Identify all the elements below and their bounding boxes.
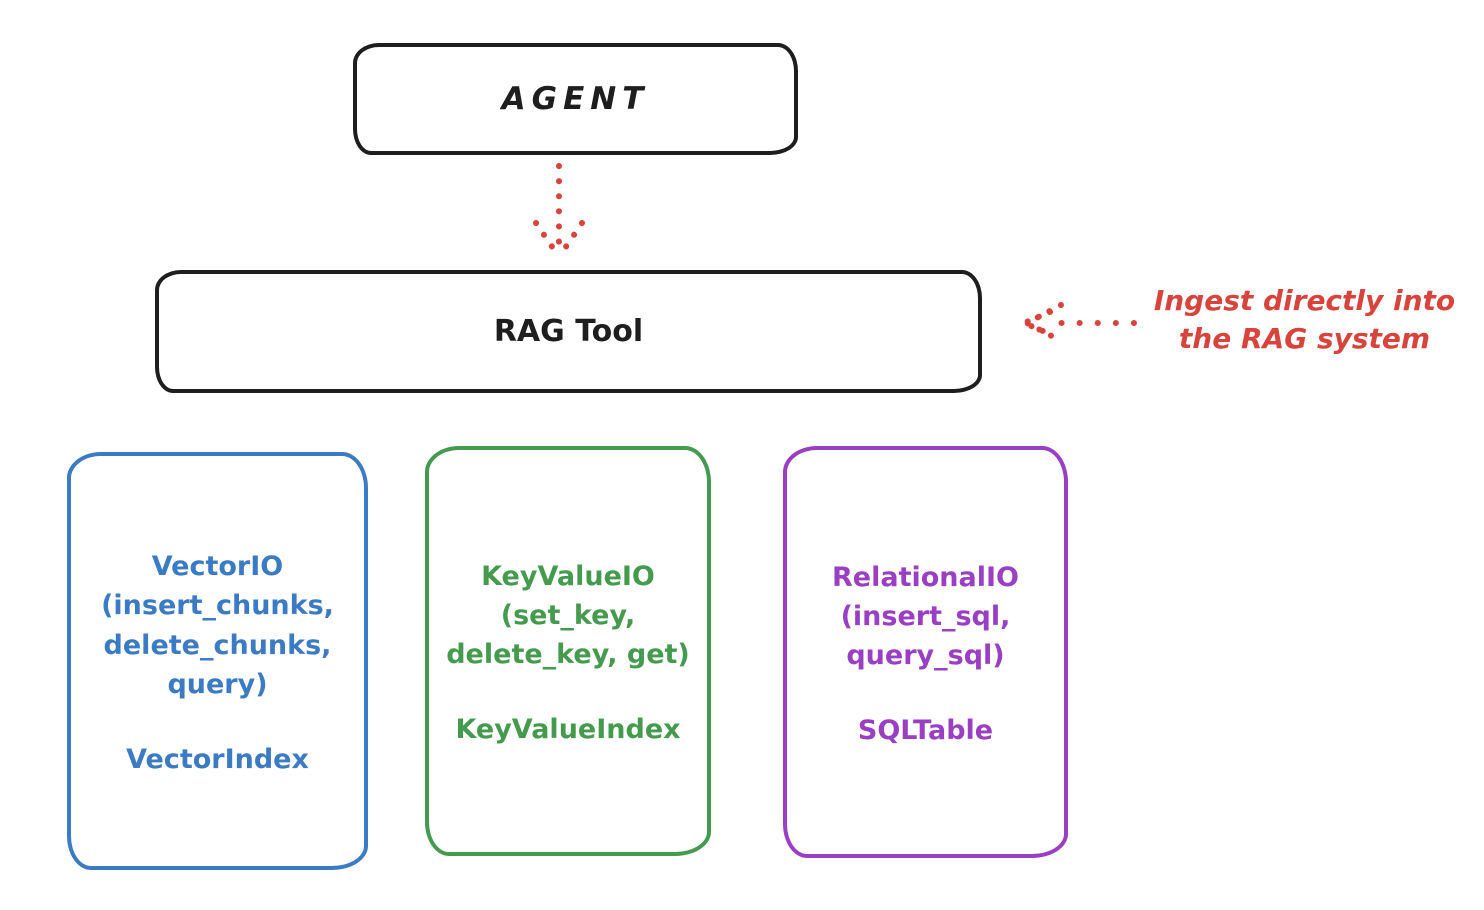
vector-io-title: VectorIO bbox=[151, 551, 284, 583]
agent-to-rag-arrow-icon bbox=[533, 163, 585, 260]
vector-io-line: delete_chunks, bbox=[103, 629, 332, 661]
agent-label: AGENT bbox=[501, 81, 650, 117]
ingest-arrow-icon bbox=[1016, 302, 1137, 344]
vector-io-signature: VectorIO (insert_chunks, delete_chunks, … bbox=[101, 547, 334, 704]
ingest-annotation-line2: the RAG system bbox=[1178, 321, 1431, 355]
keyvalue-io-line: (set_key, bbox=[500, 599, 636, 631]
rag-tool-node: RAG Tool bbox=[155, 270, 982, 393]
agent-node: AGENT bbox=[353, 43, 798, 155]
relational-io-title: RelationalIO bbox=[832, 561, 1019, 593]
relational-io-signature: RelationalIO (insert_sql, query_sql) bbox=[832, 558, 1019, 675]
ingest-annotation: Ingest directly into the RAG system bbox=[1132, 282, 1477, 358]
vector-index-label: VectorIndex bbox=[126, 743, 309, 775]
relational-io-node: RelationalIO (insert_sql, query_sql) SQL… bbox=[783, 446, 1068, 858]
keyvalue-io-line: delete_key, get) bbox=[446, 639, 690, 671]
keyvalue-io-title: KeyValueIO bbox=[481, 560, 655, 592]
keyvalue-io-node: KeyValueIO (set_key, delete_key, get) Ke… bbox=[425, 446, 711, 856]
sql-table-label: SQLTable bbox=[857, 715, 994, 747]
relational-io-line: (insert_sql, bbox=[840, 600, 1011, 632]
relational-io-line: query_sql) bbox=[846, 640, 1005, 672]
ingest-annotation-line1: Ingest directly into bbox=[1153, 284, 1456, 317]
vector-io-line: (insert_chunks, bbox=[101, 590, 334, 622]
keyvalue-index-label: KeyValueIndex bbox=[455, 714, 681, 746]
vector-io-node: VectorIO (insert_chunks, delete_chunks, … bbox=[67, 452, 368, 870]
vector-io-line: query) bbox=[167, 668, 268, 700]
rag-tool-label: RAG Tool bbox=[493, 314, 644, 349]
keyvalue-io-signature: KeyValueIO (set_key, delete_key, get) bbox=[446, 557, 690, 674]
